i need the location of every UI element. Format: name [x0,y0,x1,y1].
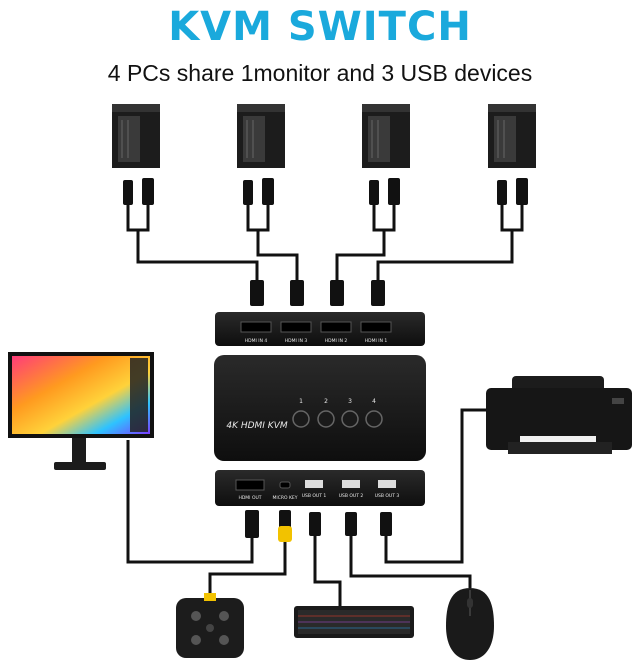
pc-1 [112,104,160,168]
switch-input-plugs [250,280,385,306]
button-number: 4 [372,398,376,405]
output-port-label: USB OUT 2 [339,493,364,499]
button-number: 1 [299,398,303,405]
input-port-label: HDMI IN 2 [325,338,348,344]
input-port-label: HDMI IN 3 [285,338,308,344]
output-port-label: USB OUT 1 [302,493,327,499]
switch-button-3[interactable] [341,410,359,428]
page-subtitle: 4 PCs share 1monitor and 3 USB devices [107,60,533,86]
switch-button-1[interactable] [292,410,310,428]
page-title: KVM SWITCH [168,4,472,50]
button-number: 2 [324,398,328,405]
switch-input-panel: HDMI IN 4 HDMI IN 3 HDMI IN 2 HDMI IN 1 [215,312,425,346]
pc-3 [362,104,410,168]
switch-output-panel: HDMI OUT MICRO KEY USB OUT 1 USB OUT 2 U… [215,470,425,506]
switch-output-plugs [245,510,392,542]
switch-body: 4K HDMI KVM 1 2 3 4 [214,355,426,461]
switch-front-label: 4K HDMI KVM [226,421,288,431]
output-cables [126,408,490,606]
pc-plugs [123,178,528,205]
printer [486,376,632,454]
switch-button-4[interactable] [365,410,383,428]
keyboard [294,606,414,638]
pc-4 [488,104,536,168]
output-port-label: HDMI OUT [238,495,261,501]
input-port-label: HDMI IN 4 [245,338,268,344]
pc-2 [237,104,285,168]
output-port-label: MICRO KEY [273,495,298,501]
keypad [176,593,244,658]
pc-cables [126,205,524,282]
monitor [8,352,154,470]
input-port-label: HDMI IN 1 [365,338,388,344]
switch-button-2[interactable] [317,410,335,428]
button-number: 3 [348,398,352,405]
mouse [446,588,494,660]
output-port-label: USB OUT 3 [375,493,400,499]
